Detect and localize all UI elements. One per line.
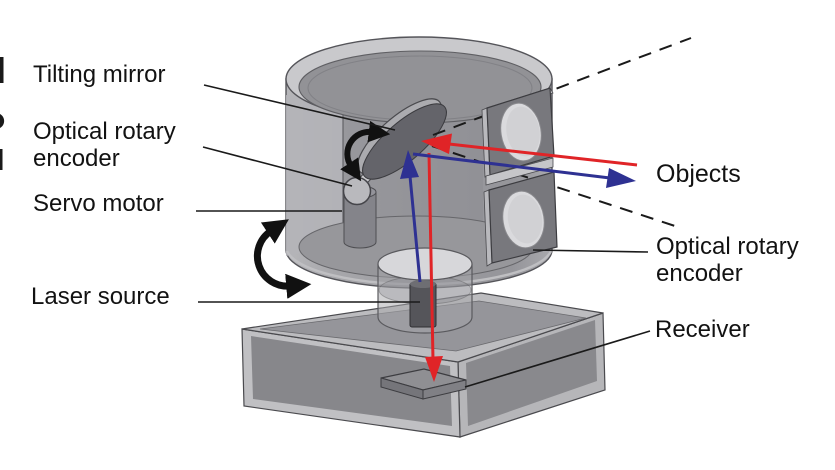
encoder-mid-strip [485, 157, 554, 186]
edge-artifact [0, 114, 5, 128]
housing-top [377, 247, 473, 281]
return-beam-from-objects [448, 142, 638, 167]
leader-lines [196, 84, 651, 388]
base-right-panel [466, 320, 597, 426]
base-front-panel [251, 336, 452, 426]
scan-range-dashed-lines [431, 37, 692, 229]
edge-artifact [0, 57, 4, 83]
laser-diode-top [410, 280, 436, 288]
optical-encoder-left-label-line2: encoder [33, 145, 120, 172]
tilting-mirror-label-text: Tilting mirror [33, 61, 166, 88]
tilting-mirror-leader [203, 84, 396, 131]
optical-encoder-left-label-line1: Optical rotary [33, 118, 176, 145]
optical-encoder-left-label: Optical rotary encoder [33, 118, 176, 172]
edge-artifact [0, 149, 3, 170]
receiver-label-text: Receiver [655, 316, 750, 343]
receiver-plate [380, 368, 467, 400]
optical-encoder-right-label: Optical rotary encoder [656, 233, 799, 287]
objects-label-text: Objects [656, 160, 741, 188]
receiver-front-right [422, 379, 467, 400]
encoder-left-leader [202, 146, 353, 187]
objects-label: Objects [656, 161, 741, 188]
encoder-right-leader [532, 249, 649, 253]
servo-motor-body [343, 191, 377, 249]
outgoing-beam [400, 150, 636, 283]
laser-housing [377, 247, 473, 334]
scan-range-upper-dashed [432, 37, 692, 136]
outgoing-beam-arrowhead-at-objects [606, 168, 636, 188]
return-beam-arrowhead-at-mirror [421, 133, 452, 154]
tilting-mirror-label: Tilting mirror [33, 61, 165, 88]
mirror-encoder-disc [342, 176, 372, 206]
receiver-label: Receiver [655, 316, 750, 343]
return-beam-to-receiver [427, 152, 435, 361]
edge-artifacts [0, 57, 5, 170]
servo-motor-label-text: Servo motor [33, 190, 164, 217]
tilt-rotation-arrow [340, 120, 391, 182]
receiver-leader [464, 330, 651, 388]
laser-source-label: Laser source [31, 283, 170, 310]
laser-source-label-text: Laser source [31, 283, 170, 310]
outgoing-beam-to-objects [412, 152, 611, 180]
optical-encoder-right-label-line1: Optical rotary [656, 233, 799, 260]
encoder-upper-disc-inner [506, 106, 540, 157]
outgoing-beam-from-laser [408, 175, 422, 283]
outgoing-beam-arrowhead-at-mirror [400, 150, 419, 179]
pan-rotation-arrow [253, 219, 312, 299]
servo-motor-label: Servo motor [33, 190, 164, 217]
return-beam [421, 133, 638, 382]
return-beam-arrowhead-at-receiver [425, 356, 443, 382]
servo-assembly [342, 170, 377, 249]
optical-encoder-right-label-line2: encoder [656, 260, 743, 287]
encoder-lower-disc-inner [507, 194, 543, 244]
